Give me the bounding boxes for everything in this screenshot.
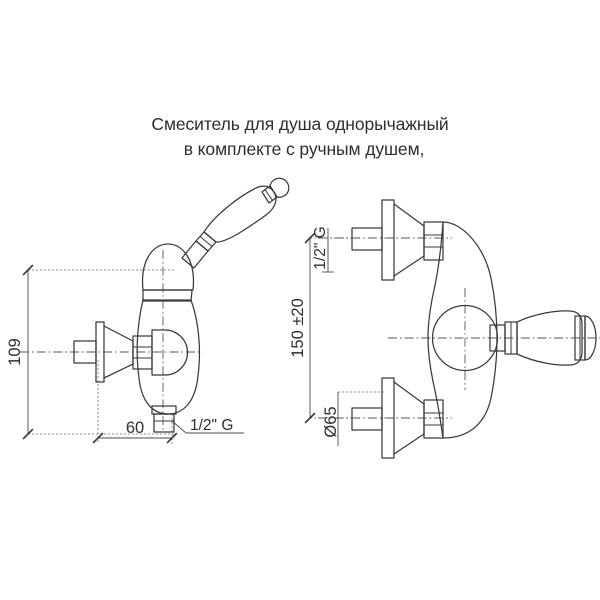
dimension-flange-diameter: Ø65 [322, 391, 384, 446]
thread-label-outlet: 1/2" G [190, 417, 233, 434]
inlet-boss-side [151, 329, 189, 376]
dimension-label-60: 60 [126, 419, 144, 437]
title-line-1: Смеситель для душа однорычажный [151, 114, 449, 134]
front-view: 150 ±20 1/2" G Ø65 [289, 199, 600, 459]
front-view-centerlines [318, 237, 600, 419]
thread-label-inlet: 1/2" G [312, 226, 329, 269]
outlet-thread-side [151, 405, 177, 433]
mixer-body-side [136, 243, 201, 415]
lever-handle-front [489, 310, 597, 366]
hex-nut-side [132, 335, 153, 370]
thread-callout-inlet: 1/2" G [312, 226, 334, 273]
dimension-label-109: 109 [6, 338, 24, 366]
side-view: 109 60 1/2" G [6, 177, 290, 444]
inlet-top [351, 199, 444, 281]
title-line-2: в комплекте с ручным душем, [183, 139, 425, 159]
dimension-depth-60: 60 [92, 360, 178, 444]
dimension-label-diameter: Ø65 [322, 406, 340, 437]
drawing-title: Смеситель для душа однорычажный в компле… [0, 112, 600, 162]
mixer-body-front [427, 221, 499, 439]
side-view-centerlines [20, 250, 200, 432]
dimension-label-150: 150 ±20 [289, 298, 307, 358]
lever-handle-side [181, 177, 290, 269]
thread-callout-outlet: 1/2" G [171, 417, 244, 434]
